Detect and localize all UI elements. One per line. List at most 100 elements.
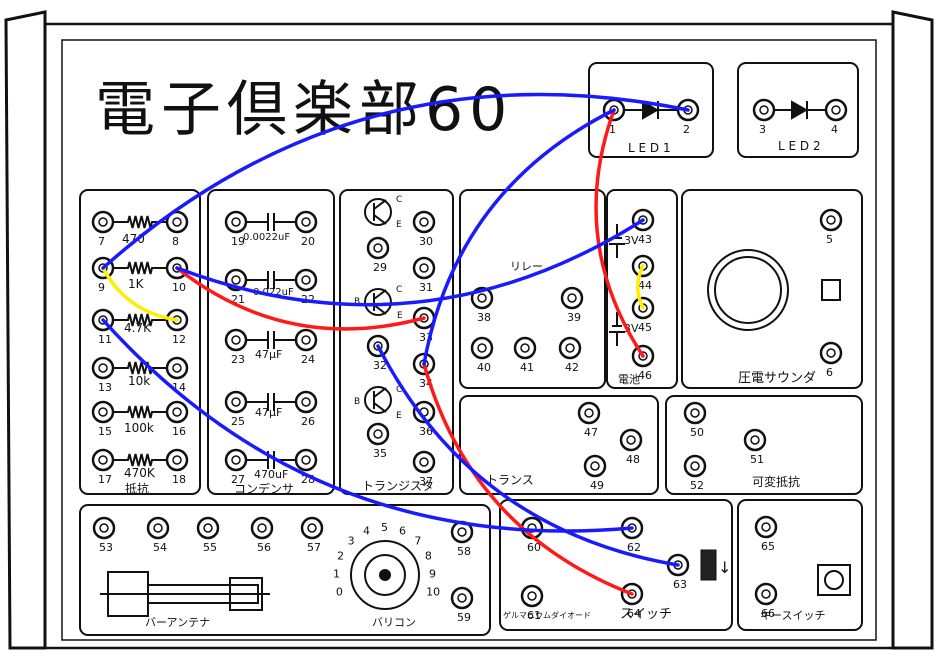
terminal-62[interactable]: 62 xyxy=(620,516,644,554)
terminal-26[interactable]: 26 xyxy=(294,390,318,428)
terminal-48[interactable]: 48 xyxy=(619,428,643,466)
value-bat1: 3V xyxy=(624,234,639,247)
terminal-57[interactable]: 57 xyxy=(300,516,324,554)
wire-1-34[interactable] xyxy=(422,108,616,366)
dial-label: 2 xyxy=(337,549,344,562)
terminal-label: 5 xyxy=(826,233,833,246)
terminal-55[interactable]: 55 xyxy=(196,516,220,554)
wire-34-64[interactable] xyxy=(422,362,634,596)
tr2-b: B xyxy=(354,297,360,307)
terminal-13[interactable]: 13 xyxy=(91,356,115,394)
terminal-53[interactable]: 53 xyxy=(92,516,116,554)
terminal-27[interactable]: 27 xyxy=(224,448,248,486)
value-c3: 47μF xyxy=(255,348,282,361)
terminal-50[interactable]: 50 xyxy=(683,401,707,439)
terminal-5[interactable]: 5 xyxy=(819,208,843,246)
label-relay: リレー xyxy=(510,260,543,273)
resistor-symbol-4 xyxy=(113,361,167,375)
terminal-20[interactable]: 20 xyxy=(294,210,318,248)
terminal-2[interactable]: 2 xyxy=(676,98,700,136)
terminal-4[interactable]: 4 xyxy=(824,98,848,136)
label-led2: L E D 2 xyxy=(778,139,821,153)
terminal-19[interactable]: 19 xyxy=(224,210,248,248)
label-varicon: バリコン xyxy=(372,616,416,629)
key-switch-button[interactable] xyxy=(817,564,851,596)
terminal-35[interactable]: 35 xyxy=(366,422,390,460)
wire-10-33[interactable] xyxy=(175,266,426,331)
terminal-3[interactable]: 3 xyxy=(752,98,776,136)
terminal-30[interactable]: 30 xyxy=(412,210,436,248)
component-value-labels: 470 1K 4.7K 10k 100k 470K 0.0022uF 0.022… xyxy=(122,232,639,481)
terminal-56[interactable]: 56 xyxy=(250,516,274,554)
terminal-22[interactable]: 22 xyxy=(294,268,318,306)
terminal-28[interactable]: 28 xyxy=(294,448,318,486)
terminal-40[interactable]: 40 xyxy=(470,336,494,374)
terminal-52[interactable]: 52 xyxy=(683,454,707,492)
terminal-16[interactable]: 16 xyxy=(165,400,189,438)
dial-label: 6 xyxy=(399,524,406,537)
terminal-37[interactable]: 37 xyxy=(412,450,436,488)
terminal-41[interactable]: 41 xyxy=(513,336,537,374)
terminal-61[interactable]: 61 xyxy=(520,584,544,622)
wire-10-43[interactable] xyxy=(175,218,645,307)
terminal-12[interactable]: 12 xyxy=(165,308,189,346)
wire-9-12[interactable] xyxy=(101,266,179,322)
terminal-31[interactable]: 31 xyxy=(412,256,436,294)
terminal-49[interactable]: 49 xyxy=(583,454,607,492)
terminal-11[interactable]: 11 xyxy=(91,308,115,346)
battery-symbol-1 xyxy=(609,224,625,258)
terminal-label: 3 xyxy=(759,123,766,136)
terminal-32[interactable]: 32 xyxy=(366,334,390,372)
terminal-39[interactable]: 39 xyxy=(560,286,584,324)
wire-1-46[interactable] xyxy=(594,108,645,358)
terminal-42[interactable]: 42 xyxy=(558,336,582,374)
terminal-24[interactable]: 24 xyxy=(294,328,318,366)
wire-32-63[interactable] xyxy=(376,344,680,567)
terminal-51[interactable]: 51 xyxy=(743,428,767,466)
terminal-29[interactable]: 29 xyxy=(366,236,390,274)
battery-symbol-2 xyxy=(609,312,625,346)
terminal-54[interactable]: 54 xyxy=(146,516,170,554)
wire-2-9[interactable] xyxy=(101,92,690,270)
terminal-label: 16 xyxy=(172,425,186,438)
terminal-65[interactable]: 65 xyxy=(754,515,778,553)
piezo-speaker xyxy=(707,249,841,331)
terminal-label: 2 xyxy=(683,123,690,136)
terminal-14[interactable]: 14 xyxy=(165,356,189,394)
terminal-25[interactable]: 25 xyxy=(224,390,248,428)
terminal-63[interactable]: 63 xyxy=(666,553,690,591)
terminal-58[interactable]: 58 xyxy=(450,520,474,558)
terminal-17[interactable]: 17 xyxy=(91,448,115,486)
terminal-label: 64 xyxy=(627,607,641,620)
terminal-66[interactable]: 66 xyxy=(754,582,778,620)
wire-44-45[interactable] xyxy=(636,264,645,310)
terminal-6[interactable]: 6 xyxy=(819,341,843,379)
terminal-label: 43 xyxy=(638,233,652,246)
terminal-label: 35 xyxy=(373,447,387,460)
terminal-7[interactable]: 7 xyxy=(91,210,115,248)
terminal-23[interactable]: 23 xyxy=(224,328,248,366)
wire-11-62[interactable] xyxy=(101,318,634,533)
transistor-symbol-2 xyxy=(364,288,392,316)
terminal-label: 4 xyxy=(831,123,838,136)
terminal-9[interactable]: 9 xyxy=(91,256,115,294)
dial-label: 7 xyxy=(414,534,421,547)
terminal-label: 1 xyxy=(609,123,616,136)
dial-label: 9 xyxy=(429,567,436,580)
terminal-8[interactable]: 8 xyxy=(165,210,189,248)
terminal-59[interactable]: 59 xyxy=(450,586,474,624)
terminal-label: 42 xyxy=(565,361,579,374)
terminal-label: 48 xyxy=(626,453,640,466)
terminal-label: 53 xyxy=(99,541,113,554)
terminal-64[interactable]: 64 xyxy=(620,582,644,620)
slide-switch[interactable] xyxy=(700,549,717,581)
value-r2: 1K xyxy=(128,277,145,291)
terminal-38[interactable]: 38 xyxy=(470,286,494,324)
terminal-label: 57 xyxy=(307,541,321,554)
terminal-47[interactable]: 47 xyxy=(577,401,601,439)
terminal-18[interactable]: 18 xyxy=(165,448,189,486)
terminal-label: 38 xyxy=(477,311,491,324)
terminal-15[interactable]: 15 xyxy=(91,400,115,438)
tr1-c: C xyxy=(396,195,402,205)
terminal-10[interactable]: 10 xyxy=(165,256,189,294)
